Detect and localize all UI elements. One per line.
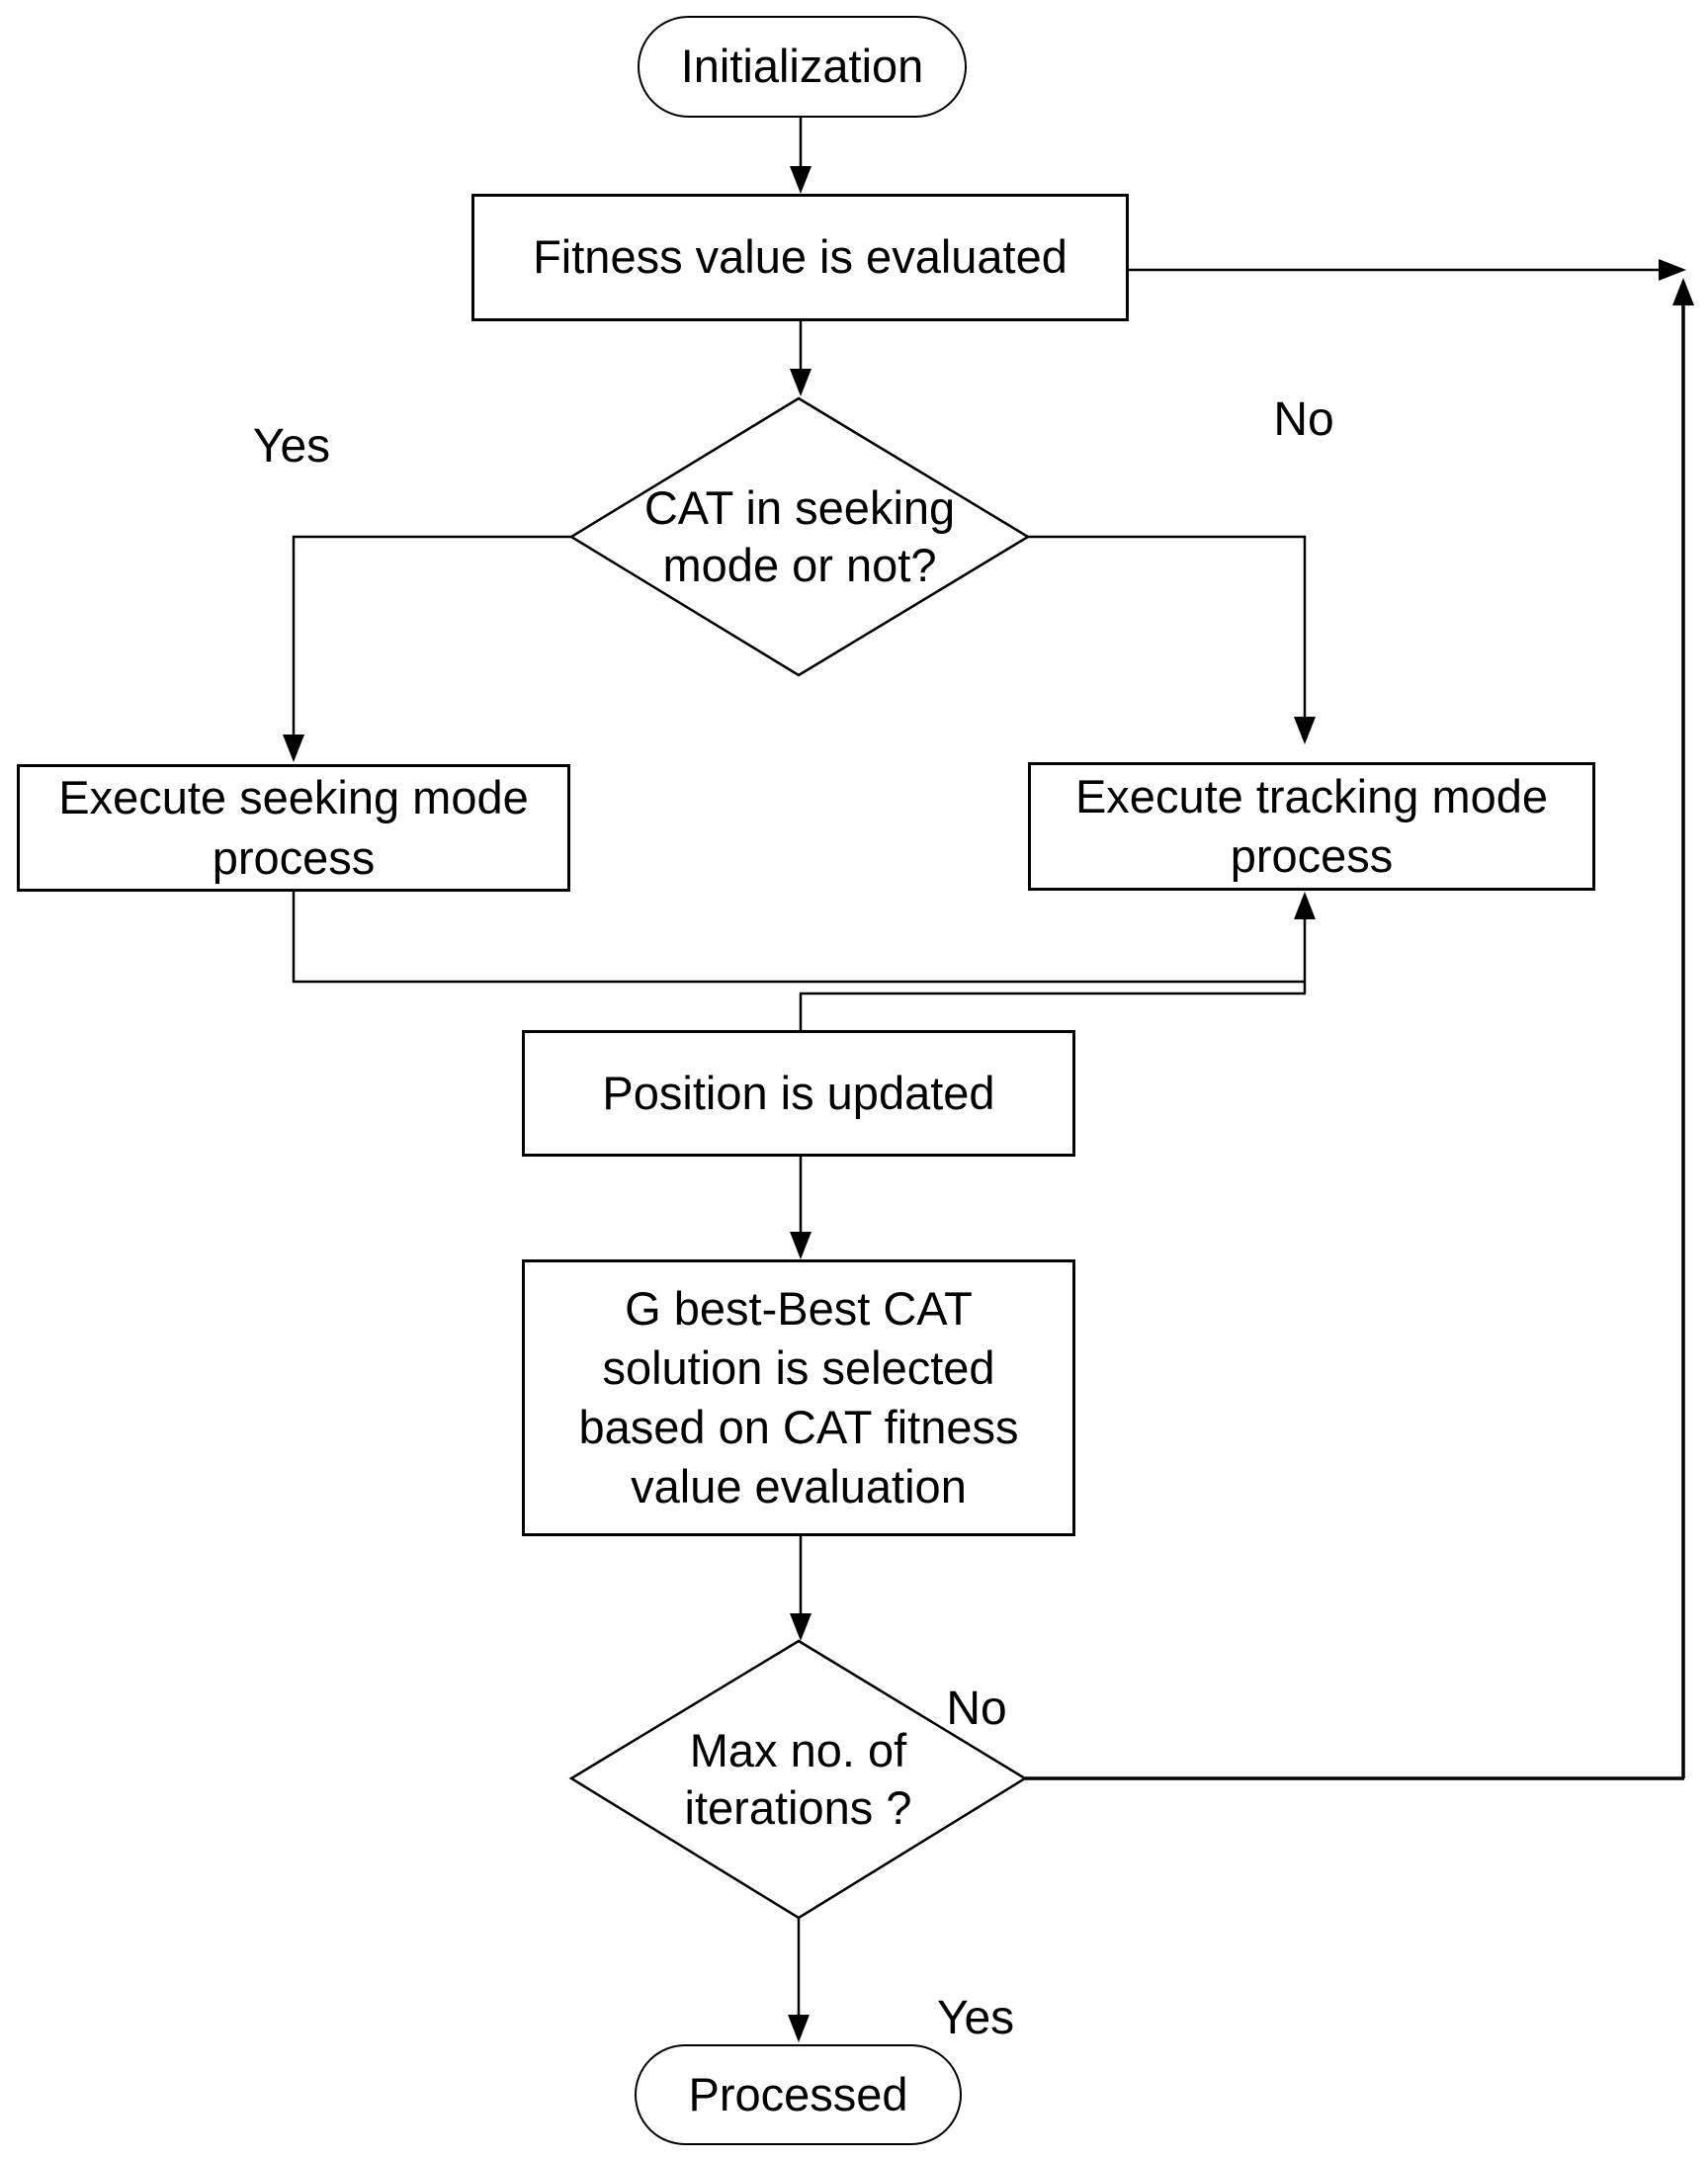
edge-position-merge: [799, 992, 1306, 1030]
edge-position-to-gbest: [790, 1157, 811, 1259]
node-position-label: Position is updated: [602, 1066, 995, 1119]
decision-max-line1: Max no. of: [689, 1723, 907, 1776]
edge-start-to-fitness: [790, 118, 811, 194]
edge-fitness-to-decision: [790, 321, 811, 396]
edge-label-no-loop: No: [946, 1683, 1007, 1735]
node-start-initialization: Initialization: [638, 16, 967, 118]
decision-mode-text: CAT in seeking mode or not?: [571, 398, 1028, 675]
edge-label-yes-seeking: Yes: [252, 420, 331, 473]
node-execute-seeking-mode: Execute seeking mode process: [17, 764, 570, 892]
edge-loop-vertical-right: [1672, 278, 1694, 1778]
node-tracking-line1: Execute tracking mode: [1074, 769, 1549, 822]
decision-mode-line2: mode or not?: [662, 539, 937, 591]
node-gbest-line1: G best-Best CAT: [625, 1281, 973, 1335]
node-gbest-selection: G best-Best CAT solution is selected bas…: [522, 1259, 1075, 1536]
edge-no-to-tracking: [1028, 535, 1316, 744]
node-seeking-line2: process: [212, 830, 376, 884]
edge-label-yes-end: Yes: [936, 1992, 1015, 2044]
node-position-updated: Position is updated: [522, 1030, 1075, 1157]
node-end-label: Processed: [688, 2067, 908, 2120]
node-fitness-evaluated: Fitness value is evaluated: [471, 194, 1129, 321]
node-execute-tracking-mode: Execute tracking mode process: [1028, 762, 1595, 891]
edge-gbest-to-decision: [790, 1536, 811, 1641]
node-seeking-line1: Execute seeking mode: [58, 771, 529, 824]
node-gbest-line3: based on CAT fitness: [578, 1401, 1019, 1453]
edge-label-no-tracking: No: [1273, 393, 1334, 446]
edge-seeking-merge: [292, 891, 1316, 994]
node-tracking-line2: process: [1230, 829, 1394, 882]
node-end-processed: Processed: [635, 2044, 962, 2145]
node-gbest-line4: value evaluation: [631, 1460, 967, 1513]
node-start-label: Initialization: [680, 40, 924, 93]
edge-loop-horizontal-top: [1129, 259, 1686, 281]
edge-yes-to-seeking: [283, 535, 571, 762]
node-fitness-label: Fitness value is evaluated: [533, 230, 1068, 284]
decision-mode-diamond: [568, 396, 1031, 677]
decision-max-line2: iterations ?: [684, 1781, 912, 1834]
decision-max-iterations-text: Max no. of iterations ?: [571, 1641, 1025, 1918]
node-gbest-line2: solution is selected: [602, 1340, 995, 1394]
decision-mode-line1: CAT in seeking: [643, 480, 956, 534]
edge-decision-to-end: [788, 1918, 810, 2042]
decision-max-iterations-diamond: [568, 1639, 1028, 1920]
